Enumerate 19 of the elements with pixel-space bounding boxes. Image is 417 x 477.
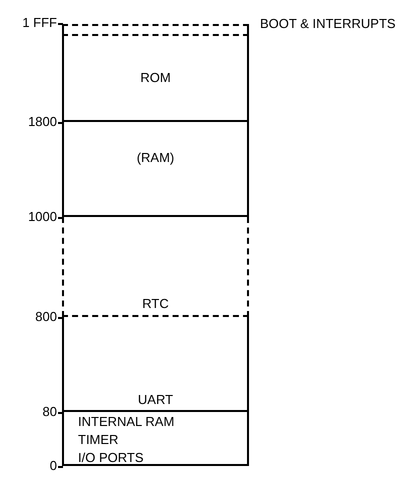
region-label: TIMER [78, 431, 120, 449]
memory-region [62, 412, 249, 466]
address-label: 80 [42, 405, 57, 419]
region-label: BOOT & INTERRUPTS [260, 16, 396, 31]
address-label: 1800 [28, 115, 57, 129]
region-label: (RAM) [136, 150, 174, 165]
region-label: ROM [140, 70, 171, 85]
address-label: 1 FFF [22, 16, 57, 30]
memory-region [62, 34, 249, 122]
memory-region [62, 317, 249, 412]
region-label: RTC [142, 296, 169, 310]
address-label: 800 [35, 310, 57, 324]
region-label: INTERNAL RAM [78, 413, 174, 431]
address-label: 0 [50, 459, 57, 473]
address-label: 1000 [28, 210, 57, 224]
region-label: I/O PORTS [78, 449, 144, 467]
memory-region [62, 122, 249, 217]
memory-region [62, 217, 249, 317]
region-label: UART [138, 392, 174, 406]
